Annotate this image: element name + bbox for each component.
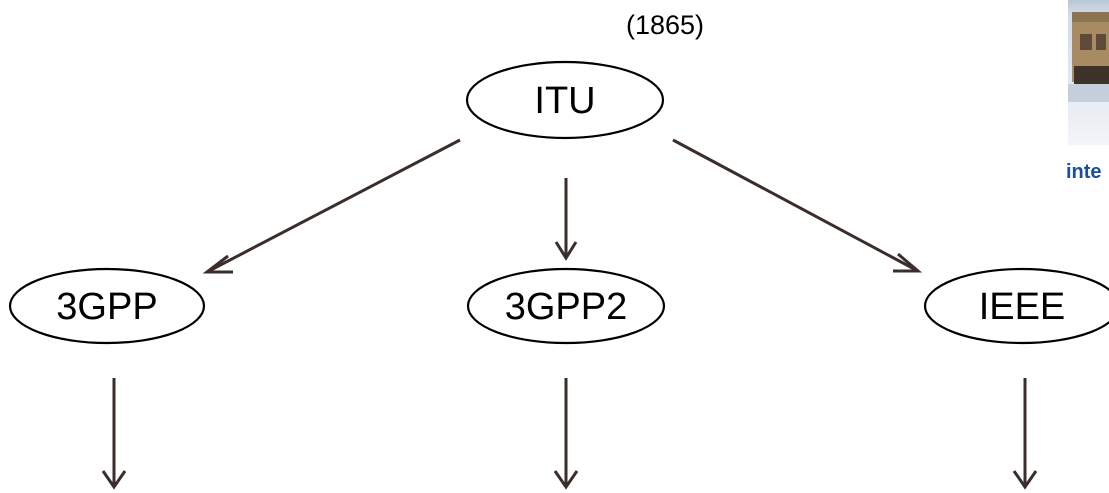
node-3gpp: 3GPP	[8, 267, 206, 345]
itu-founding-year: (1865)	[626, 10, 704, 40]
node-3gpp2: 3GPP2	[466, 267, 666, 345]
arrow-itu-to-ieee	[672, 138, 923, 273]
ieee-label: IEEE	[979, 286, 1066, 328]
corner-photo: inte	[1066, 0, 1109, 183]
node-ieee: IEEE	[923, 267, 1109, 345]
arrow-itu-to-3gpp2	[554, 178, 578, 261]
arrow-3gpp2-down	[553, 378, 579, 490]
ieee-ellipse	[923, 267, 1109, 345]
arrow-itu-to-3gpp	[202, 138, 461, 274]
3gpp-ellipse	[8, 267, 206, 345]
itu-label: ITU	[534, 80, 595, 122]
3gpp2-ellipse	[466, 267, 666, 345]
arrow-3gpp-down	[101, 378, 127, 490]
node-itu: (1865) ITU	[465, 10, 704, 140]
itu-ellipse	[465, 60, 665, 140]
arrows	[101, 138, 1038, 490]
arrow-ieee-down	[1012, 378, 1038, 490]
3gpp-label: 3GPP	[56, 286, 157, 328]
intel-logo-text: inte	[1066, 161, 1102, 183]
3gpp2-label: 3GPP2	[505, 286, 628, 328]
